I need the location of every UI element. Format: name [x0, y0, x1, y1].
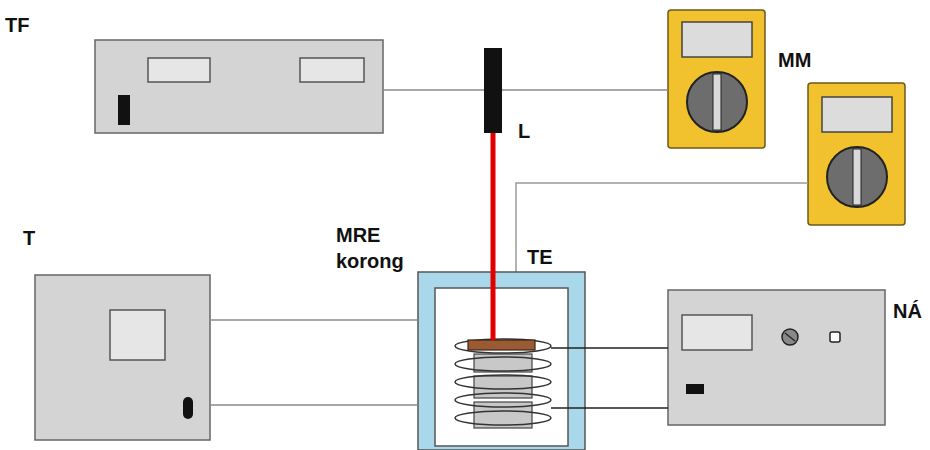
thermostat-unit: T	[35, 275, 210, 440]
thermostat-unit-part	[110, 310, 165, 360]
multimeter-part	[808, 83, 905, 225]
thermostat-unit	[35, 275, 210, 440]
mre-disc-part	[468, 340, 535, 350]
power-supply-part	[830, 332, 840, 342]
coil-stack-part	[455, 411, 551, 425]
multimeter-part	[827, 147, 887, 207]
coil-stack-part	[455, 339, 551, 353]
mre-disc	[468, 340, 535, 350]
signal-cable	[383, 89, 484, 91]
coil-stack-part	[455, 357, 551, 371]
thermostat-unit-part	[183, 397, 193, 419]
coil-stack-part	[455, 393, 551, 407]
coil-stack	[455, 339, 585, 428]
function-generator-part	[148, 58, 210, 82]
multimeter	[808, 83, 905, 225]
multimeter: MM	[668, 10, 765, 148]
device-label: MM	[778, 47, 811, 73]
device-label: NÁ	[893, 298, 922, 324]
multimeter-part	[668, 10, 765, 148]
thermal-chamber-part	[435, 288, 568, 446]
multimeter-part	[687, 72, 747, 132]
multimeter-part	[682, 22, 752, 57]
laser: L	[484, 48, 502, 133]
thermostat-line	[210, 404, 418, 406]
device-label: MRE korong	[336, 222, 416, 274]
thermostat-line	[210, 319, 418, 321]
power-supply-part	[686, 384, 704, 394]
coil-stack-part	[474, 376, 532, 398]
power-supply-part	[785, 333, 795, 341]
power-supply-part	[782, 329, 798, 345]
mre-disc: MRE korong	[468, 340, 535, 350]
power-supply-part	[668, 290, 885, 425]
laser-body	[484, 48, 502, 133]
device-label: TE	[527, 244, 553, 270]
device-label: TF	[5, 12, 29, 38]
device-label: T	[23, 225, 35, 251]
multimeter-part	[853, 149, 861, 205]
power-supply	[668, 290, 885, 425]
multimeter	[668, 10, 765, 148]
function-generator-part	[300, 58, 364, 82]
laser-body-part	[484, 48, 502, 133]
thermal-chamber	[418, 272, 585, 450]
power-supply-part	[682, 315, 752, 350]
function-generator: TF	[95, 40, 383, 133]
multimeter-part	[713, 74, 721, 130]
thermal-chamber: TEMRE korong	[418, 272, 585, 450]
power-supply: NÁ	[668, 290, 885, 425]
thermostat-unit-part	[35, 275, 210, 440]
coil-wire	[585, 347, 668, 349]
coil-wire	[585, 407, 668, 409]
coil-stack-part	[551, 347, 585, 349]
coil-stack-part	[455, 375, 551, 389]
function-generator-part	[118, 95, 130, 125]
function-generator-part	[95, 40, 383, 133]
coil-stack-part	[551, 407, 585, 409]
signal-cable	[502, 89, 668, 91]
multimeter-part	[822, 97, 892, 132]
device-label: L	[518, 118, 530, 144]
thermal-chamber-part	[418, 272, 585, 450]
function-generator	[95, 40, 383, 133]
laser-beam	[491, 133, 496, 340]
